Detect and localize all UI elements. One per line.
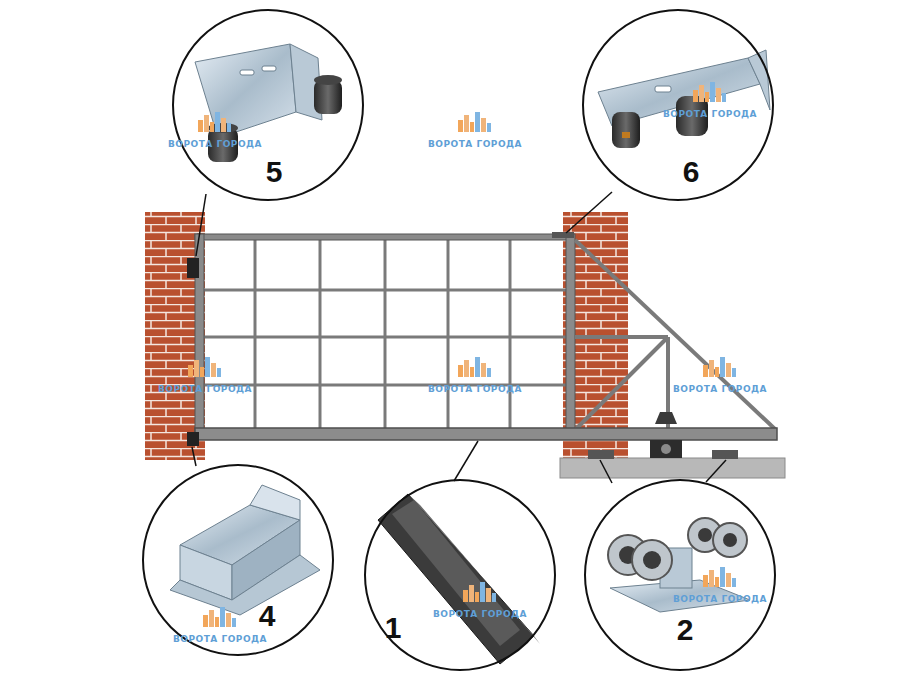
callout-circle: 5: [172, 9, 364, 201]
watermark-box: ВОРОТА ГОРОДА: [428, 133, 522, 151]
watermark: ВОРОТА ГОРОДА: [168, 139, 262, 149]
watermark: ВОРОТА ГОРОДА: [173, 634, 267, 644]
watermark: ВОРОТА ГОРОДА: [158, 384, 252, 394]
callout-circle: 4: [142, 464, 334, 656]
watermark: ВОРОТА ГОРОДА: [663, 109, 757, 119]
watermark-box: ВОРОТА ГОРОДА: [663, 103, 757, 121]
watermark-box: ВОРОТА ГОРОДА: [673, 378, 767, 396]
watermark: ВОРОТА ГОРОДА: [433, 609, 527, 619]
callout-number: 5: [266, 156, 283, 188]
callout-circle: 1: [364, 479, 556, 671]
watermark-box: ВОРОТА ГОРОДА: [158, 378, 252, 396]
callout-circle: 6: [582, 9, 774, 201]
watermark-box: ВОРОТА ГОРОДА: [173, 628, 267, 646]
watermark-box: ВОРОТА ГОРОДА: [428, 378, 522, 396]
callout-circle: 2: [584, 479, 776, 671]
watermark: ВОРОТА ГОРОДА: [428, 139, 522, 149]
watermark: ВОРОТА ГОРОДА: [428, 384, 522, 394]
watermark-box: ВОРОТА ГОРОДА: [433, 603, 527, 621]
callout-number: 1: [385, 612, 402, 644]
callout-number: 4: [259, 600, 276, 632]
callout-number: 2: [677, 614, 694, 646]
watermark: ВОРОТА ГОРОДА: [673, 384, 767, 394]
callout-number: 6: [683, 156, 700, 188]
watermark-box: ВОРОТА ГОРОДА: [168, 133, 262, 151]
watermark: ВОРОТА ГОРОДА: [673, 594, 767, 604]
watermark-box: ВОРОТА ГОРОДА: [673, 588, 767, 606]
